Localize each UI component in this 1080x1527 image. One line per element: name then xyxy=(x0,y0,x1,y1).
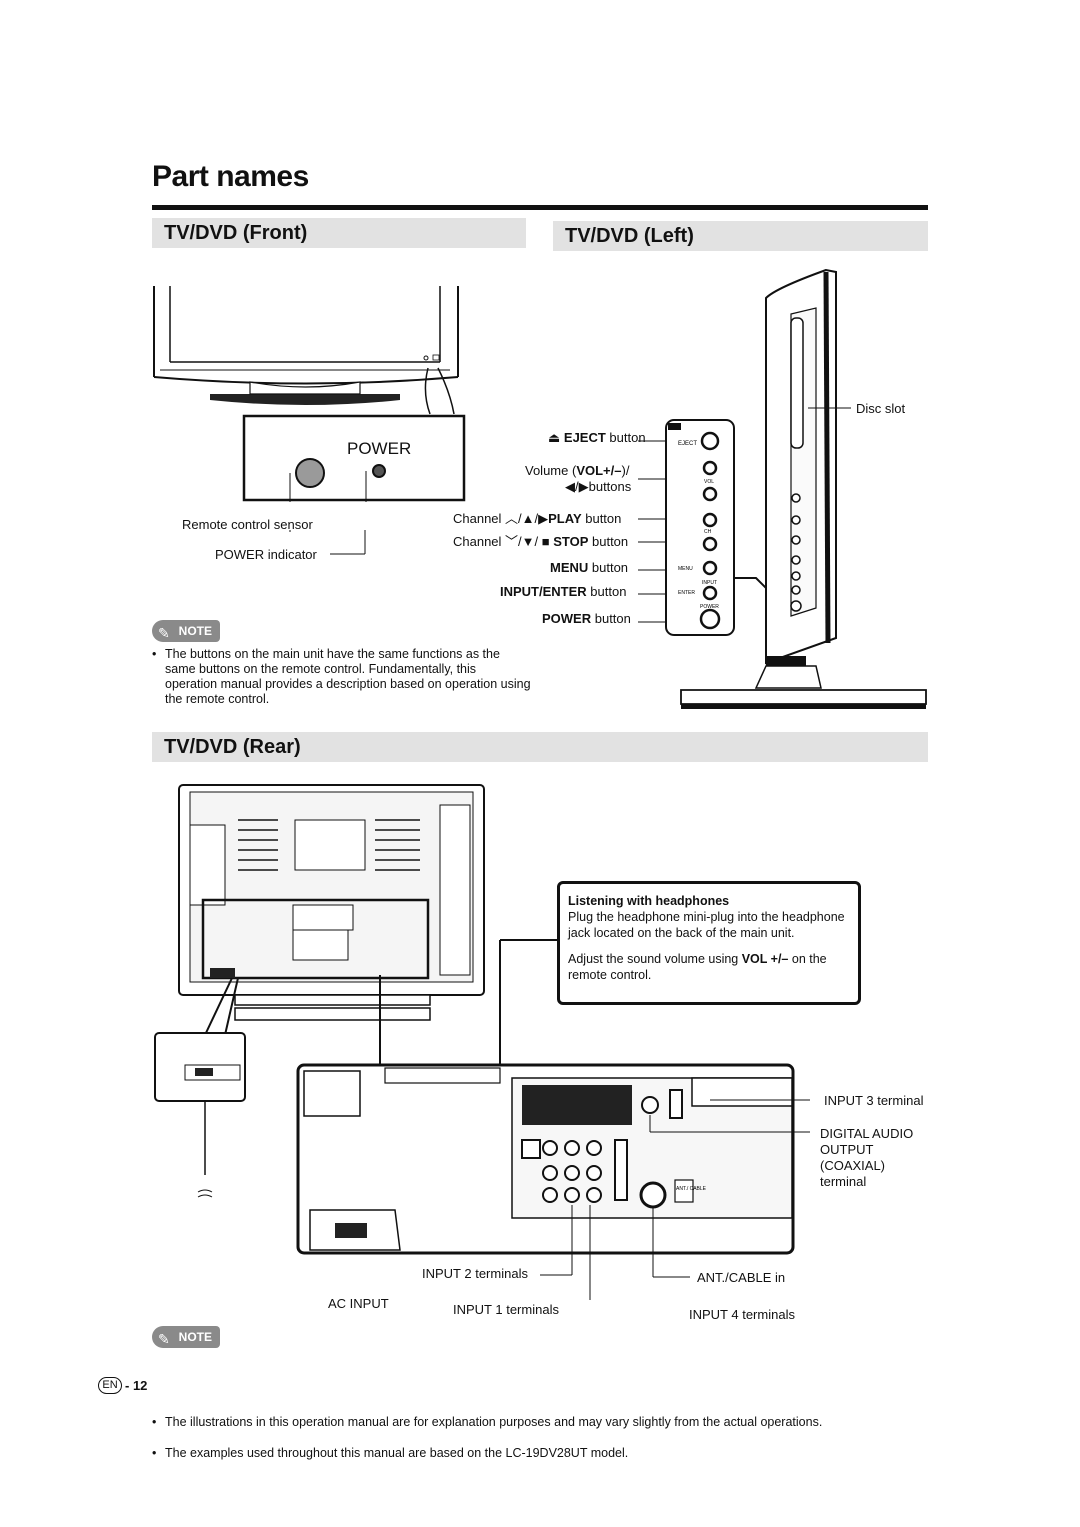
eject-icon: ⏏ xyxy=(548,430,564,445)
note-text-2a: The illustrations in this operation manu… xyxy=(152,1415,945,1430)
svg-text:POWER: POWER xyxy=(700,604,719,610)
svg-text:VOL: VOL xyxy=(704,479,714,485)
note-badge-2: ✎NOTE xyxy=(152,1326,220,1348)
remote-sensor-label: Remote control sensor xyxy=(182,517,313,532)
power-button-label: POWER button xyxy=(542,611,631,626)
input1-label: INPUT 1 terminals xyxy=(453,1302,559,1317)
leader-lines-front xyxy=(289,530,366,555)
disc-slot-label: Disc slot xyxy=(856,401,906,416)
svg-text:CH: CH xyxy=(704,529,712,535)
front-power-panel-label: POWER xyxy=(347,439,412,458)
menu-label: MENU button xyxy=(550,560,629,575)
svg-text:INPUT: INPUT xyxy=(702,580,717,586)
section-header-front: TV/DVD (Front) xyxy=(152,218,526,248)
headphones-text-1: Plug the headphone mini-plug into the he… xyxy=(568,910,845,940)
svg-text:ANT./ CABLE: ANT./ CABLE xyxy=(676,1186,707,1192)
power-indicator-label: POWER indicator xyxy=(215,547,317,562)
headphones-title: Listening with headphones xyxy=(568,894,730,908)
rear-tv-illustration: ANT./ CABLE xyxy=(154,784,810,1300)
pencil-icon: ✎ xyxy=(158,625,170,641)
ac-input-label: AC INPUT xyxy=(328,1296,389,1311)
volume-label-line2: ◀/▶buttons xyxy=(565,479,632,494)
input-enter-label: INPUT/ENTER button xyxy=(500,584,627,599)
headphones-box: Listening with headphones Plug the headp… xyxy=(557,881,861,1005)
page-title: Part names xyxy=(152,160,309,193)
note-badge: ✎NOTE xyxy=(152,620,220,642)
volume-label: Volume (VOL+/–)/ xyxy=(525,463,630,478)
language-badge: EN xyxy=(98,1377,122,1394)
input4-label: INPUT 4 terminals xyxy=(689,1307,795,1322)
ant-cable-label: ANT./CABLE in xyxy=(697,1270,786,1285)
input2-label: INPUT 2 terminals xyxy=(422,1266,528,1281)
page-number: - 12 xyxy=(125,1378,148,1393)
front-tv-illustration xyxy=(153,286,466,502)
channel-up-label: Channel ︿/▲/▶PLAY button xyxy=(453,511,622,526)
input3-label: INPUT 3 terminal xyxy=(824,1093,924,1108)
headphones-text-2: Adjust the sound volume using VOL +/– on… xyxy=(568,952,827,982)
pencil-icon: ✎ xyxy=(158,1331,170,1347)
note-text-1: The buttons on the main unit have the sa… xyxy=(152,647,531,707)
eject-label: ⏏ EJECT button xyxy=(548,430,646,445)
section-header-rear: TV/DVD (Rear) xyxy=(152,732,928,762)
left-side-illustration: EJECT VOL CH MENU INPUT ENTER POWER xyxy=(638,268,927,709)
note-text-2b: The examples used throughout this manual… xyxy=(152,1446,945,1461)
svg-text:ENTER: ENTER xyxy=(678,590,695,596)
channel-down-label: Channel ﹀/▼/ ■ STOP button xyxy=(453,534,629,549)
section-header-left: TV/DVD (Left) xyxy=(553,221,928,251)
digital-audio-label: DIGITAL AUDIO OUTPUT (COAXIAL) terminal xyxy=(820,1126,914,1189)
title-rule xyxy=(152,205,928,210)
svg-text:MENU: MENU xyxy=(678,566,693,572)
panel-eject-text: EJECT xyxy=(678,441,697,447)
